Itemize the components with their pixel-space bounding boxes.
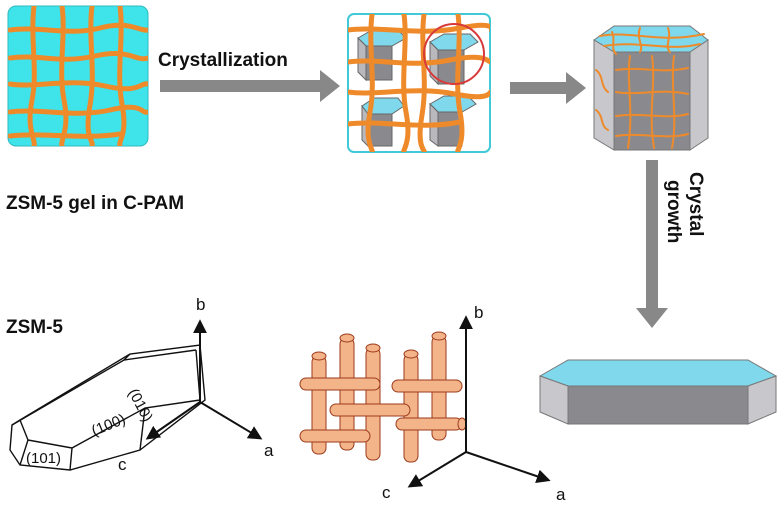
zsm5-caption: ZSM-5 [6,317,63,338]
process-arrow-1 [160,70,340,102]
crystal-growth-label-line2: growth [663,180,684,243]
crystal-growth-label-line1: Crystal [685,172,706,236]
crystallizing-panel [347,13,491,153]
highlight-circle [423,23,485,85]
fiber-network-3 [595,27,705,149]
axis-c-label-2: c [382,483,391,502]
axis-a-label-1: a [264,441,274,460]
polymer-fibers [8,6,148,146]
nucleus-crystal-4 [429,95,477,147]
axis-b-label-2: b [474,303,483,322]
growth-arrow [636,160,668,328]
polymer-fibers-2 [348,14,490,152]
face-101-label: (101) [26,450,61,467]
crystallization-label: Crystallization [158,50,288,71]
axis-c-label-1: c [118,455,127,474]
crystal-morphology-drawing [9,344,206,471]
morphology-axes [145,319,263,440]
grown-crystal-with-fibers [593,25,709,151]
process-arrow-2 [510,72,586,104]
face-010-label: (010) [124,386,155,425]
face-100-label: (100) [89,411,128,440]
final-flat-crystal [538,359,778,425]
gel-panel [7,5,149,147]
axis-b-label-1: b [196,295,205,314]
axis-a-label-2: a [556,485,566,504]
pore-channel-structure [299,331,467,463]
channel-axes [407,315,551,488]
gel-caption: ZSM-5 gel in C-PAM [6,193,184,214]
